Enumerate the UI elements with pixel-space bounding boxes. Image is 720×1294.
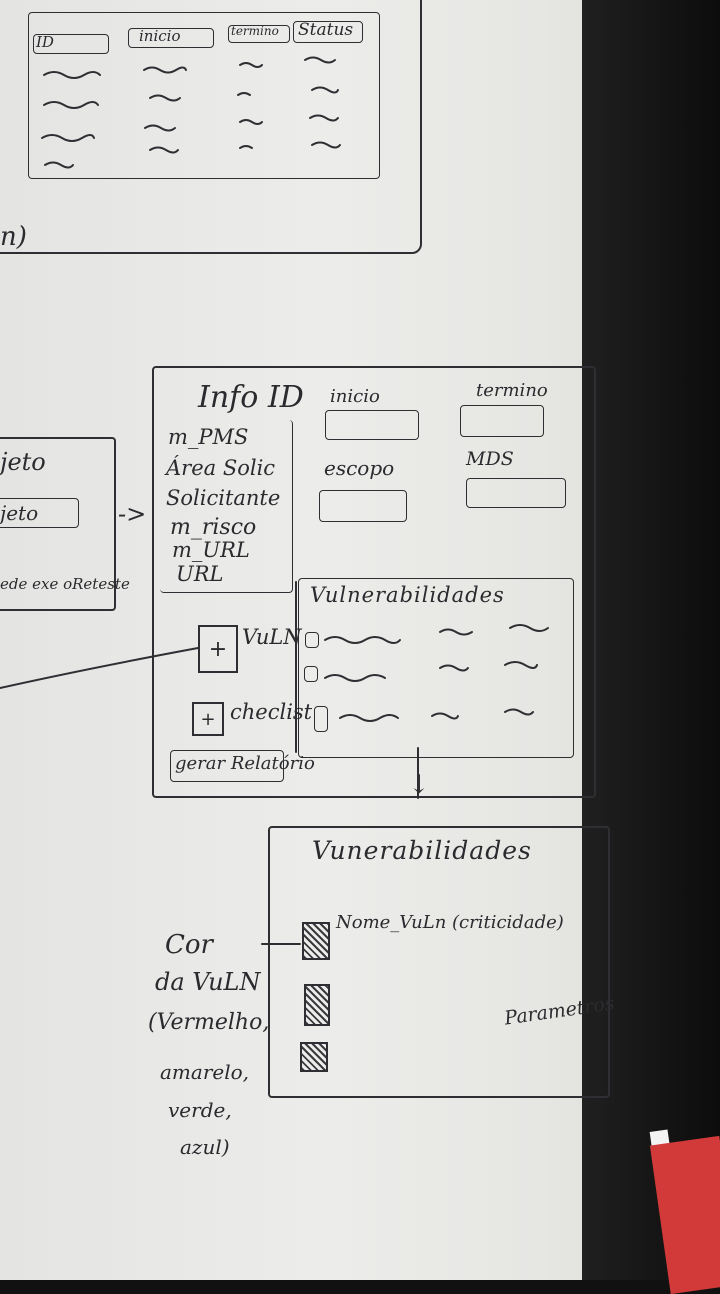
annotation-line-2: da VuLN <box>155 968 261 996</box>
col-header-status[interactable]: Status <box>293 20 363 43</box>
top-table <box>28 12 380 179</box>
vuln-row-icon-3[interactable] <box>314 706 328 732</box>
annotation-line-4: amarelo, <box>160 1060 250 1084</box>
info-panel <box>152 366 596 798</box>
detail-row-name: Nome_VuLn (criticidade) <box>336 912 564 933</box>
top-fragment: n) <box>0 222 27 252</box>
dark-background <box>582 0 720 1280</box>
add-checklist-button[interactable]: + <box>192 702 224 736</box>
detail-title: Vunerabilidades <box>312 836 532 865</box>
inicio-input[interactable] <box>325 410 419 440</box>
detail-row-color-2[interactable] <box>304 984 330 1026</box>
info-title: Info ID <box>198 380 304 415</box>
escopo-label: escopo <box>324 456 395 480</box>
field-solicitante: Solicitante <box>166 486 281 510</box>
col-header-id-label: ID <box>36 33 54 51</box>
col-header-inicio-label: inicio <box>139 27 181 45</box>
col-header-inicio[interactable]: inicio <box>128 27 214 48</box>
vuln-list-box <box>298 578 574 758</box>
col-header-termino-label: termino <box>231 24 279 38</box>
project-field[interactable]: jeto <box>0 498 79 528</box>
field-m-risco: m_risco <box>170 515 257 540</box>
annotation-line-6: azul) <box>180 1135 230 1159</box>
arrow-right-icon: -> <box>118 500 147 528</box>
project-card <box>0 437 116 611</box>
vuln-row-icon-1[interactable] <box>305 632 319 648</box>
annotation-line-3: (Vermelho, <box>148 1010 270 1035</box>
inicio-label: inicio <box>330 386 380 407</box>
annotation-line-5: verde, <box>168 1098 232 1122</box>
generate-report-button[interactable]: gerar Relatório <box>170 750 315 782</box>
info-fields-box <box>160 420 293 593</box>
escopo-input[interactable] <box>319 490 407 522</box>
mds-input[interactable] <box>466 478 566 508</box>
col-header-id[interactable]: ID <box>33 33 109 54</box>
project-footer: ede exe oReteste <box>0 575 130 593</box>
top-panel <box>0 0 422 254</box>
generate-report-label: gerar Relatório <box>175 753 315 774</box>
field-m-pms: m_PMS <box>168 425 249 449</box>
add-vuln-label: VuLN <box>242 625 302 649</box>
termino-label: termino <box>476 380 548 401</box>
detail-panel <box>268 826 610 1098</box>
termino-input[interactable] <box>460 405 544 437</box>
mds-label: MDS <box>466 448 514 470</box>
project-label: jeto <box>0 448 46 476</box>
add-vuln-button[interactable]: + <box>198 625 238 673</box>
vuln-row-icon-2[interactable] <box>304 666 318 682</box>
add-checklist-label: checlist <box>230 700 313 724</box>
field-area-solic: Área Solic <box>166 456 276 480</box>
vuln-list-title: Vulnerabilidades <box>310 583 505 607</box>
field-m-url: m_URL <box>172 538 250 562</box>
detail-row-color-1[interactable] <box>302 922 330 960</box>
col-header-termino[interactable]: termino <box>228 24 290 43</box>
arrow-down-icon: ↓ <box>408 770 430 800</box>
col-header-status-label: Status <box>298 20 354 40</box>
detail-row-color-3[interactable] <box>300 1042 328 1072</box>
annotation-line-1: Cor <box>165 930 213 960</box>
field-url: URL <box>176 562 224 586</box>
project-field-value: jeto <box>0 501 39 525</box>
